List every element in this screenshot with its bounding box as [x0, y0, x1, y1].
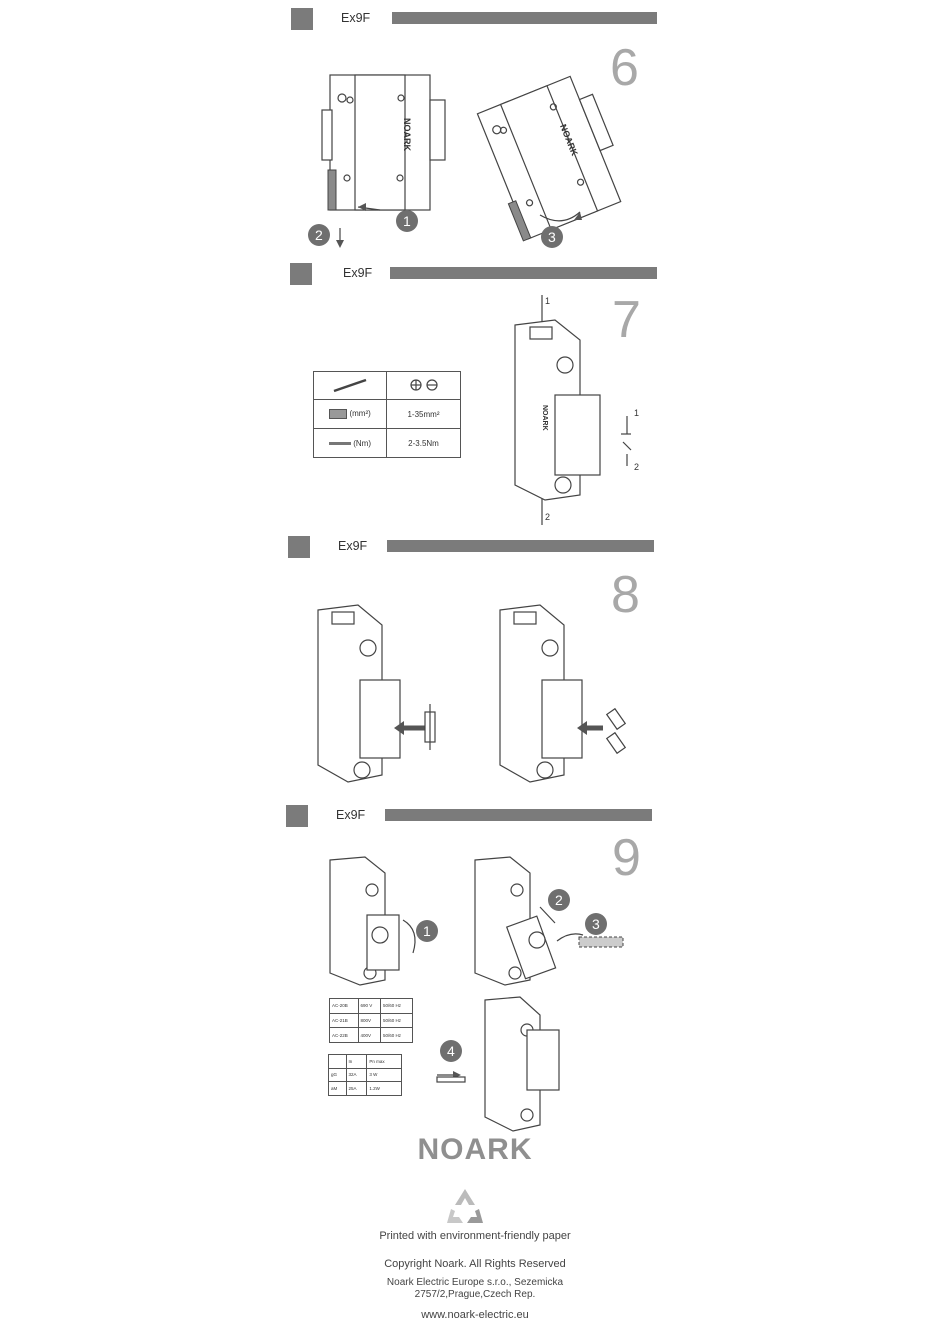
section-8-header: Ex9F — [288, 536, 654, 558]
svg-text:2: 2 — [315, 227, 323, 243]
step-number-7: 7 — [612, 291, 641, 349]
terminal-label-bottom: 2 — [545, 512, 551, 522]
header-square — [291, 8, 313, 30]
svg-text:3: 3 — [592, 916, 600, 932]
svg-text:2: 2 — [555, 892, 563, 908]
breaker-side-view-illustration: NOARK NOARK — [321, 74, 622, 248]
symbol-label-bottom: 2 — [634, 462, 640, 472]
badge-3: 3 — [585, 913, 607, 935]
terminal-label-top: 1 — [545, 296, 551, 306]
section-9-header: Ex9F — [286, 805, 652, 827]
product-name: Ex9F — [341, 11, 371, 25]
svg-text:1: 1 — [423, 923, 431, 939]
torque-value: 2-3.5Nm — [386, 428, 461, 458]
address-line-2: 2757/2,Prague,Czech Rep. — [414, 1289, 536, 1300]
fuse-symbol — [621, 416, 632, 466]
brand-logo: NOARK — [417, 1133, 533, 1166]
wire-icon — [329, 409, 348, 419]
torque-unit: (Nm) — [353, 438, 371, 448]
fuse-replacement-illustration — [329, 856, 624, 1132]
section-7-header: Ex9F — [290, 263, 657, 285]
header-square — [290, 263, 312, 285]
torque-icon — [328, 441, 351, 445]
header-bar — [387, 540, 654, 552]
badge-1: 1 — [396, 210, 418, 232]
svg-text:NOARK: NOARK — [541, 405, 548, 431]
badge-2: 2 — [308, 224, 330, 246]
header-bar — [392, 12, 657, 24]
badge-2: 2 — [548, 889, 570, 911]
badge-3: 3 — [541, 226, 563, 248]
website-link[interactable]: www.noark-electric.eu — [421, 1309, 529, 1321]
product-name: Ex9F — [338, 539, 368, 553]
header-square — [288, 536, 310, 558]
header-bar — [390, 267, 657, 279]
svg-text:1: 1 — [403, 213, 411, 229]
step-number-9: 9 — [612, 829, 641, 887]
wire-value: 1-35mm² — [386, 399, 461, 429]
section-6-header: Ex9F — [291, 8, 657, 30]
wire-unit: (mm²) — [349, 409, 371, 419]
screw-head-icon — [409, 378, 438, 391]
screwdriver-icon — [333, 378, 367, 392]
step-number-6: 6 — [610, 39, 639, 97]
symbol-label-top: 1 — [634, 408, 640, 418]
breaker-front-view-illustration: NOARK — [514, 295, 601, 525]
fuse-insertion-illustration — [317, 604, 627, 783]
svg-text:NOARK: NOARK — [402, 118, 412, 151]
header-bar — [385, 809, 652, 821]
svg-text:3: 3 — [548, 229, 556, 245]
address-line-1: Noark Electric Europe s.r.o., Sezemicka — [386, 1277, 564, 1288]
header-square — [286, 805, 308, 827]
product-name: Ex9F — [343, 266, 373, 280]
step-number-8: 8 — [611, 566, 640, 624]
eco-text: Printed with environment-friendly paper — [379, 1230, 571, 1242]
wiring-spec-table: (mm²) 1-35mm² (Nm) 2-3.5Nm — [313, 371, 461, 458]
badge-1: 1 — [416, 920, 438, 942]
svg-text:4: 4 — [447, 1043, 455, 1059]
recycle-icon — [447, 1189, 483, 1223]
copyright-text: Copyright Noark. All Rights Reserved — [384, 1258, 566, 1270]
product-name: Ex9F — [336, 808, 366, 822]
badge-4: 4 — [440, 1040, 462, 1062]
